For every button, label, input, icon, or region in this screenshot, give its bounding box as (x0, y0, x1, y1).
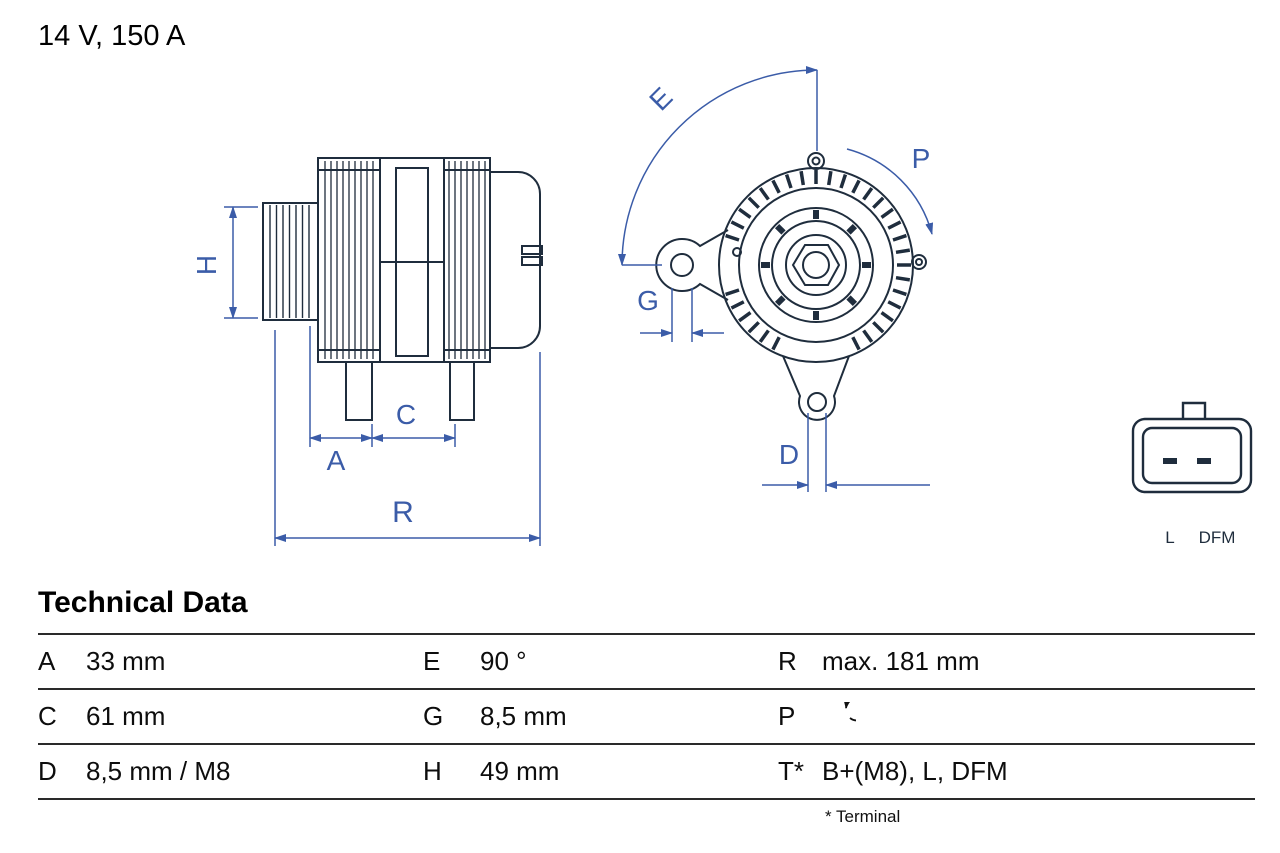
param-value-D: 8,5 mm / M8 (86, 756, 231, 786)
param-key-C: C (38, 701, 57, 731)
connector-housing (1131, 417, 1253, 494)
alternator-side-view (262, 157, 543, 421)
dim-label-H: H (191, 255, 222, 275)
param-value-P (822, 690, 1255, 743)
connector-diagram (1131, 401, 1253, 494)
param-value-H: 49 mm (480, 756, 560, 786)
table-row: C 61 mm G 8,5 mm P (38, 690, 1255, 745)
right-eyelet (911, 254, 927, 270)
dim-label-C: C (396, 399, 416, 430)
dim-label-E: E (643, 81, 678, 116)
top-eyelet (807, 152, 825, 170)
alternator-front-view (655, 152, 927, 421)
terminal-stub (521, 256, 543, 266)
mounting-foot (345, 361, 373, 421)
param-key-T: T* (778, 756, 804, 786)
inner-vent-slots (761, 210, 871, 320)
left-lug-hole (670, 253, 694, 277)
param-key-P: P (778, 701, 796, 731)
cooling-fins-front (324, 161, 374, 359)
pulley-grooves (269, 205, 310, 318)
dim-label-R: R (392, 496, 414, 529)
param-key-D: D (38, 756, 57, 786)
technical-data-section: Technical Data A 33 mm E 90 ° R max. 181… (38, 586, 1255, 827)
technical-data-heading: Technical Data (38, 586, 248, 619)
rear-cover (490, 171, 541, 349)
connector-tab (1181, 401, 1207, 419)
param-value-E: 90 ° (480, 646, 527, 676)
alternator-technical-drawing: H A C R E G P D L DFM (191, 66, 1253, 547)
param-value-T: B+(M8), L, DFM (822, 756, 1008, 786)
terminal-stub (521, 245, 543, 255)
param-key-G: G (423, 701, 444, 731)
param-key-A: A (38, 646, 56, 676)
cooling-fins-rear (448, 161, 486, 359)
table-row: A 33 mm E 90 ° R max. 181 mm (38, 635, 1255, 690)
connector-label-DFM: DFM (1199, 528, 1236, 547)
rotation-direction-icon (843, 701, 856, 721)
param-key-H: H (423, 756, 442, 786)
param-key-E: E (423, 646, 441, 676)
bottom-lug-hole (807, 392, 827, 412)
dim-label-P: P (912, 143, 931, 174)
param-value-G: 8,5 mm (480, 701, 567, 731)
mounting-foot (449, 361, 475, 421)
param-value-R: max. 181 mm (822, 646, 980, 676)
bottom-mounting-lug (782, 355, 850, 421)
param-value-A: 33 mm (86, 646, 166, 676)
dim-label-D: D (779, 439, 799, 470)
param-value-C: 61 mm (86, 701, 166, 731)
param-key-R: R (778, 646, 797, 676)
connector-label-L: L (1165, 528, 1174, 547)
connector-pin (1163, 458, 1177, 464)
connector-pin (1197, 458, 1211, 464)
table-row: D 8,5 mm / M8 H 49 mm T* B+(M8), L, DFM (38, 745, 1255, 800)
terminal-footnote: * Terminal (825, 807, 901, 826)
connector-pin-labels: L DFM (1165, 528, 1235, 547)
dimension-lines (224, 66, 934, 546)
dim-label-A: A (327, 445, 346, 476)
page-title: 14 V, 150 A (38, 20, 186, 52)
dim-label-G: G (637, 285, 659, 316)
technical-data-table: A 33 mm E 90 ° R max. 181 mm C 61 mm G 8… (38, 633, 1255, 800)
